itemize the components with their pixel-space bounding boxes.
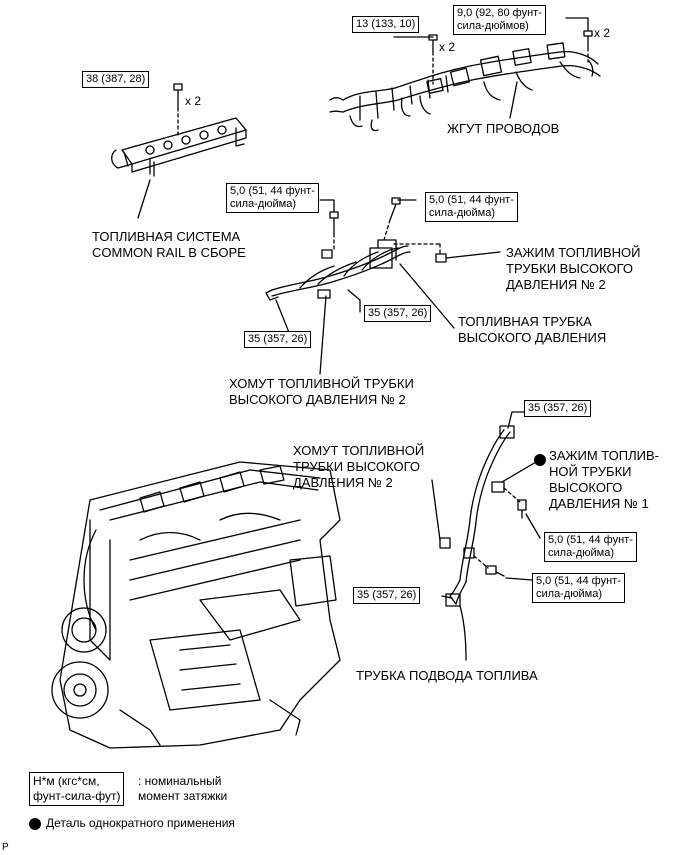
torque-spec-pipe-left: 35 (357, 26) <box>244 331 312 348</box>
engine-illustration <box>51 461 341 749</box>
torque-spec-lower-bolt1: 5,0 (51, 44 фунт- сила-дюйма) <box>544 532 637 562</box>
fuel-inlet-pipe-label: ТРУБКА ПОДВОДА ТОПЛИВА <box>356 668 538 683</box>
torque-spec-pipe-mid: 35 (357, 26) <box>364 305 432 322</box>
torque-spec-rail: 38 (387, 28) <box>82 71 150 88</box>
quantity-harness-left: x 2 <box>439 40 456 54</box>
hp-pipe-clamp-1-label: ЗАЖИМ ТОПЛИВ- НОЙ ТРУБКИ ВЫСОКОГО ДАВЛЕН… <box>549 448 659 511</box>
hp-pipe-collar-2-lower-label: ХОМУТ ТОПЛИВНОЙ ТРУБКИ ВЫСОКОГО ДАВЛЕНИЯ… <box>293 443 425 490</box>
legend-torque-unit: Н*м (кгс*см, фунт-сила-фут) <box>29 772 125 806</box>
bolt-icon <box>503 487 527 519</box>
non-reusable-marker-icon <box>534 454 546 466</box>
bolt-icon <box>583 30 593 63</box>
corner-mark: P <box>2 842 9 853</box>
torque-spec-harness-right: 9,0 (92, 80 фунт- сила-дюймов) <box>453 5 546 35</box>
legend-torque-desc: : номинальный момент затяжки <box>138 774 228 803</box>
wire-harness-illustration <box>329 42 601 132</box>
clamp-icon <box>439 481 505 559</box>
bolt-icon <box>473 555 505 577</box>
hp-pipe-collar-2-label: ХОМУТ ТОПЛИВНОЙ ТРУБКИ ВЫСОКОГО ДАВЛЕНИЯ… <box>229 376 414 407</box>
quantity-harness-right: x 2 <box>594 26 611 40</box>
torque-spec-bracket-left: 5,0 (51, 44 фунт- сила-дюйма) <box>226 183 319 213</box>
torque-spec-lower-top: 35 (357, 26) <box>524 400 592 417</box>
hp-pipe-label: ТОПЛИВНАЯ ТРУБКА ВЫСОКОГО ДАВЛЕНИЯ <box>458 314 607 345</box>
quantity-rail: x 2 <box>185 94 202 108</box>
wire-harness-label: ЖГУТ ПРОВОДОВ <box>447 121 560 136</box>
bolt-icon <box>173 83 183 137</box>
hp-pipe-clamp-2-label: ЗАЖИМ ТОПЛИВНОЙ ТРУБКИ ВЫСОКОГО ДАВЛЕНИЯ… <box>506 245 641 292</box>
bolt-icon <box>329 211 339 251</box>
hp-pipe-illustration <box>265 239 411 301</box>
bolt-icon <box>383 197 401 241</box>
common-rail-illustration <box>111 117 247 177</box>
fuel-pipe-illustration <box>445 425 515 661</box>
legend-non-reusable-icon <box>29 818 41 830</box>
torque-spec-lower-bolt2: 5,0 (51, 44 фунт- сила-дюйма) <box>532 573 625 603</box>
torque-spec-harness-left: 13 (133, 10) <box>352 16 420 33</box>
torque-spec-bracket-right: 5,0 (51, 44 фунт- сила-дюйма) <box>425 192 518 222</box>
legend-non-reusable-text: Деталь однократного применения <box>46 816 235 830</box>
common-rail-label: ТОПЛИВНАЯ СИСТЕМА COMMON RAIL В СБОРЕ <box>92 229 246 260</box>
torque-spec-lower-inlet: 35 (357, 26) <box>353 587 421 604</box>
